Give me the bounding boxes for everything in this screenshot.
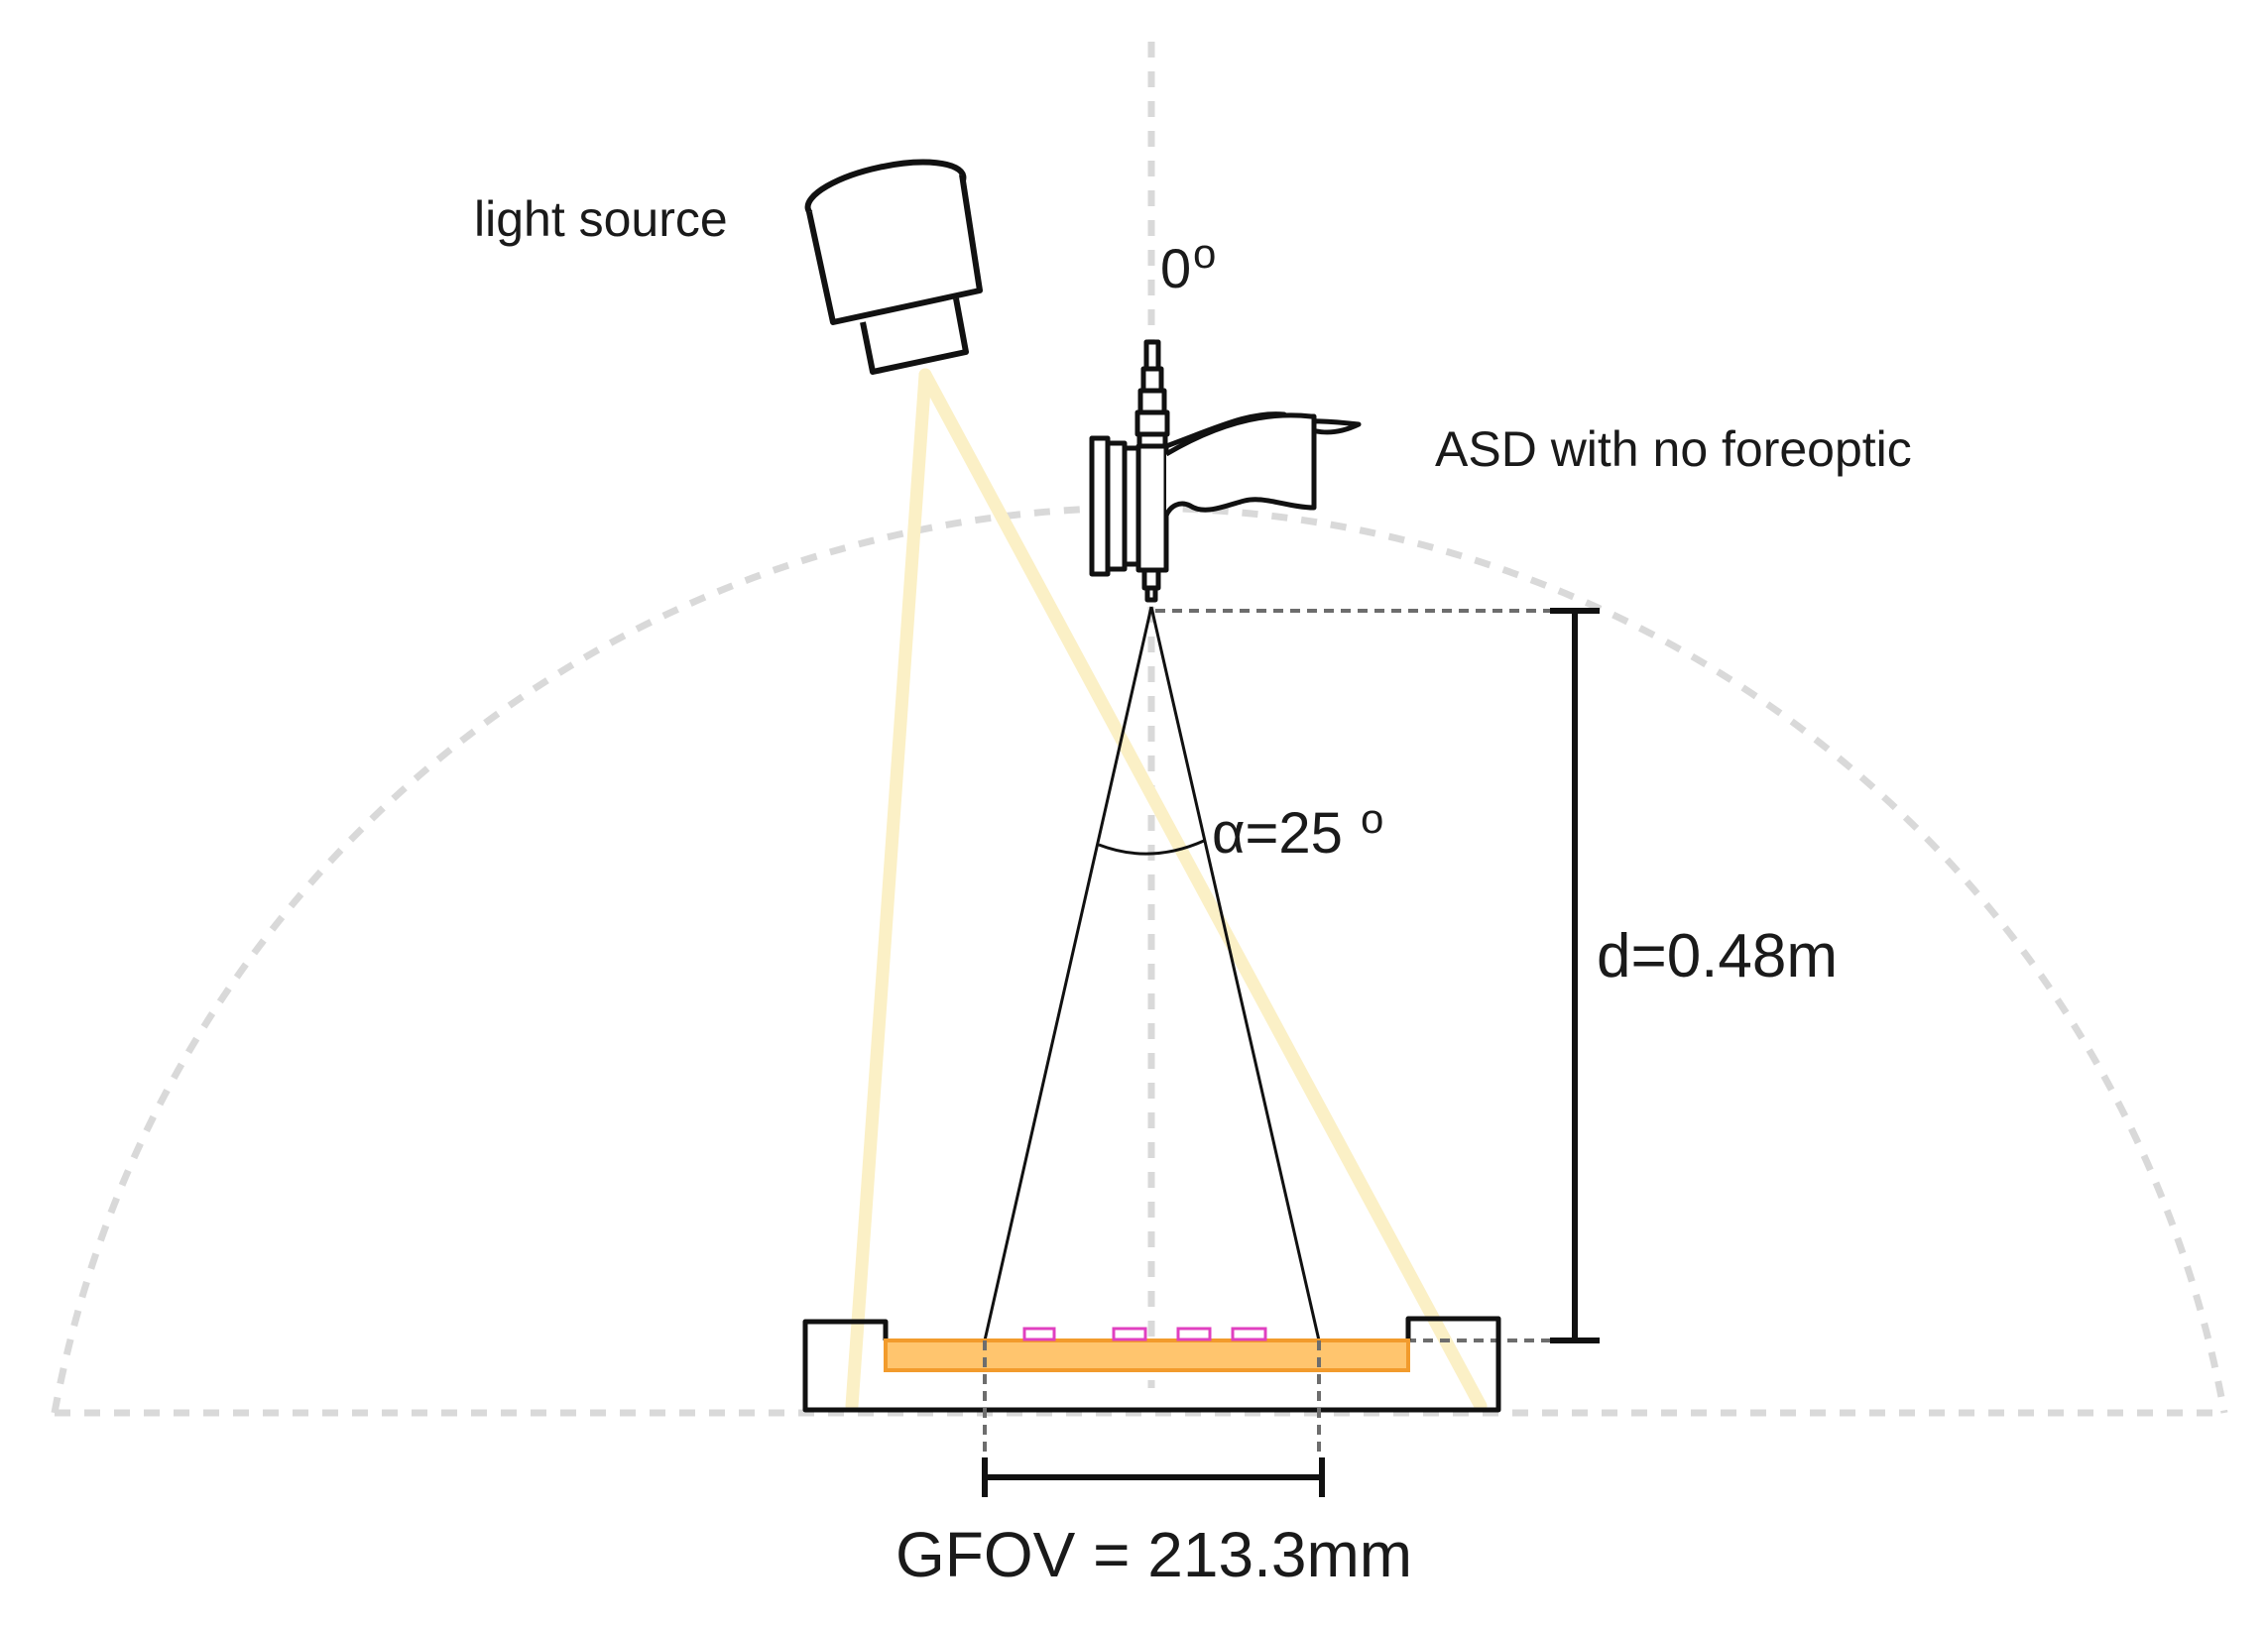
zenith-degree-mark: o bbox=[1193, 230, 1216, 277]
sample-tray-icon bbox=[802, 1316, 1501, 1413]
fov-angle-label: α=25 bbox=[1212, 801, 1343, 866]
hemisphere-guide bbox=[51, 504, 2228, 1414]
distance-dimension-bar bbox=[1550, 608, 1600, 1343]
distance-label: d=0.48m bbox=[1597, 922, 1838, 990]
fov-degree-mark: o bbox=[1361, 795, 1383, 842]
light-beam bbox=[845, 368, 1488, 1413]
light-source-label: light source bbox=[474, 191, 728, 247]
instrument-label: ASD with no foreoptic bbox=[1435, 421, 1912, 477]
light-source-lamp-icon bbox=[804, 159, 983, 375]
gfov-dimension-bar bbox=[982, 1457, 1325, 1497]
gfov-label: GFOV = 213.3mm bbox=[895, 1519, 1412, 1590]
zenith-angle-label: 0 bbox=[1160, 237, 1191, 299]
spectrometer-pistol-grip-icon bbox=[1089, 339, 1362, 603]
sample-markers bbox=[1022, 1327, 1267, 1341]
field-of-view-cone bbox=[983, 606, 1321, 1341]
sample-panel bbox=[884, 1338, 1410, 1372]
